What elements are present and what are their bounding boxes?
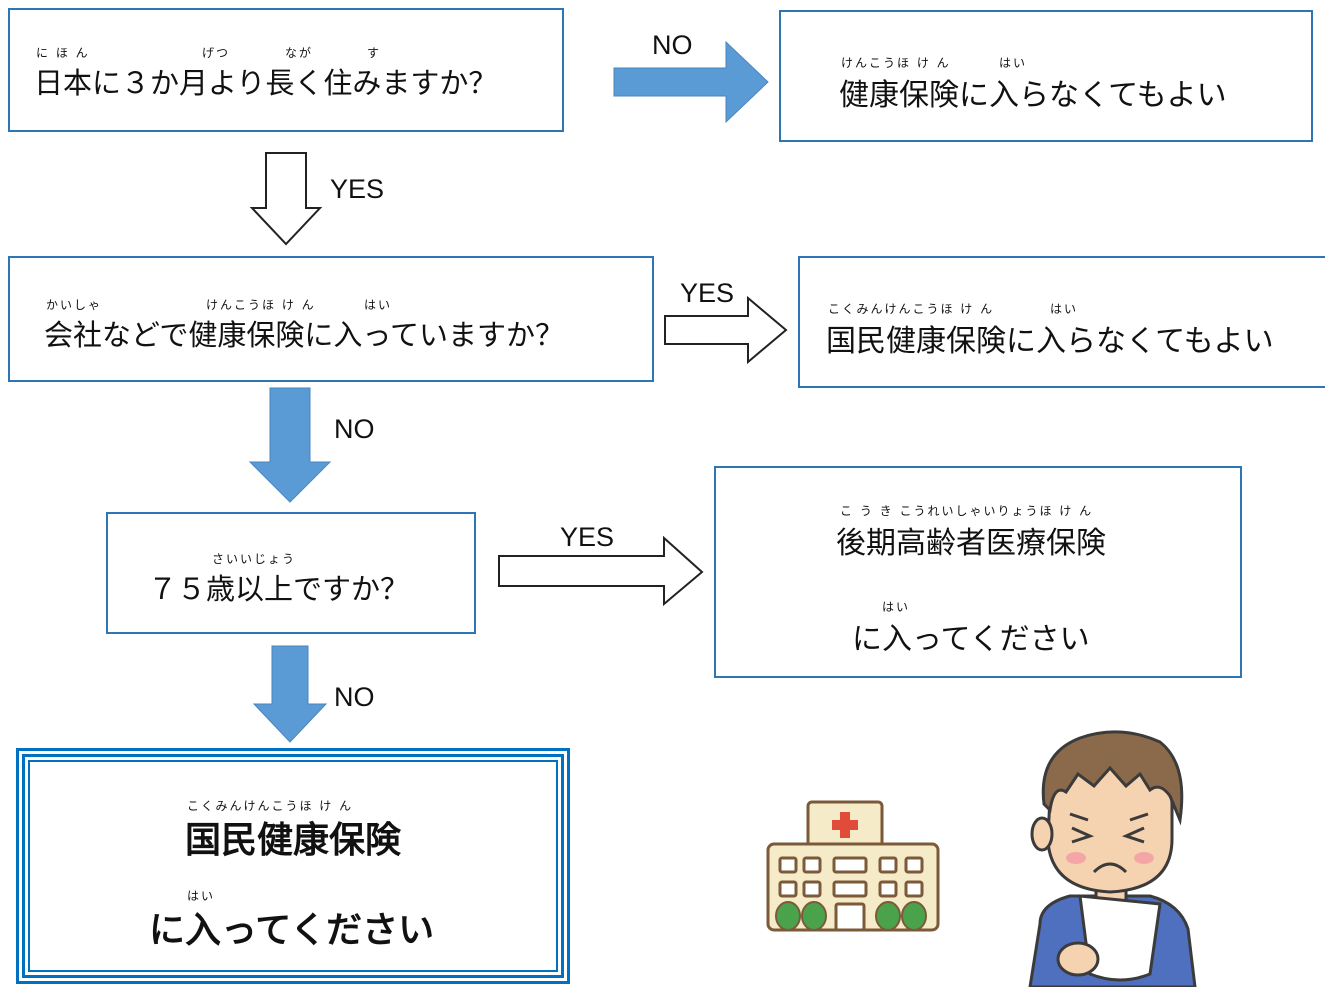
arrow-down-filled-no2 [248, 387, 332, 503]
question-company-insurance: かいしゃ けんこうほ け ん はい 会社などで健康保険に入っていますか？ [8, 256, 654, 382]
label-no-1: NO [652, 30, 693, 60]
answer-late-elderly-line2: に入ってください [852, 622, 1090, 657]
ruby-hai: はい [1050, 302, 1079, 316]
ruby-hai: はい [187, 889, 216, 903]
label-yes-2: YES [680, 278, 735, 308]
ruby-su: す [367, 46, 382, 60]
ruby-kokumin-kenkou: こくみんけんこうほ け ん [828, 302, 995, 316]
arrow-down-outline-yes1 [249, 152, 323, 246]
label-no-3: NO [334, 682, 375, 712]
ruby-sai-ijou: さいいじょう [212, 552, 297, 566]
ruby-hai: はい [364, 298, 393, 312]
answer-late-elderly-insurance: こ う き こうれいしゃいりょうほ け ん 後期高齢者医療保険 はい に入ってく… [714, 466, 1242, 678]
hospital-illustration [766, 800, 940, 932]
question-stay-text: 日本に３か月より長く住みますか？ [34, 66, 498, 100]
ruby-kaisha: かいしゃ [46, 298, 103, 312]
answer-national-health-insurance: こくみんけんこうほ け ん 国民健康保険 はい に入ってください [16, 748, 570, 984]
ruby-hai: はい [882, 600, 911, 614]
arrow-right-outline-yes2 [664, 295, 788, 365]
ruby-nihon: に ほ ん [36, 46, 90, 60]
question-age-75: さいいじょう ７５歳以上ですか？ [106, 512, 476, 634]
label-no-2: NO [334, 414, 375, 444]
answer-no-insurance-text: 健康保険に入らなくてもよい [839, 78, 1227, 113]
answer-no-national-text: 国民健康保険に入らなくてもよい [826, 324, 1274, 359]
arrow-down-filled-no3 [252, 645, 328, 743]
question-stay-3-months: に ほ ん げつ なが す 日本に３か月より長く住みますか？ [8, 8, 564, 132]
final-line2: に入ってください [149, 910, 435, 951]
answer-late-elderly-line1: 後期高齢者医療保険 [836, 526, 1106, 561]
arrow-right-outline-yes3 [498, 535, 704, 607]
ruby-naga: なが [285, 46, 314, 60]
label-yes-1: YES [330, 174, 385, 204]
ruby-kenkou-hoken: けんこうほ け ん [841, 56, 951, 70]
answer-no-insurance-needed: けんこうほ け ん はい 健康保険に入らなくてもよい [779, 10, 1313, 142]
label-yes-3: YES [560, 522, 615, 552]
arrow-right-filled-no1 [613, 40, 769, 124]
question-company-text: 会社などで健康保険に入っていますか？ [44, 318, 564, 352]
final-inner-border [28, 760, 558, 972]
ruby-kouki-koureisha: こ う き こうれいしゃいりょうほ け ん [840, 504, 1094, 518]
ruby-hai: はい [999, 56, 1028, 70]
ruby-kokumin-kenkou: こくみんけんこうほ け ん [187, 799, 354, 813]
question-age-text: ７５歳以上ですか？ [148, 572, 410, 606]
ruby-kenkou-hoken: けんこうほ け ん [206, 298, 316, 312]
ruby-getsu: げつ [202, 46, 231, 60]
answer-no-national-insurance-needed: こくみんけんこうほ け ん はい 国民健康保険に入らなくてもよい [798, 256, 1325, 388]
injured-man-illustration [1028, 730, 1197, 987]
final-line1: 国民健康保険 [185, 820, 402, 861]
